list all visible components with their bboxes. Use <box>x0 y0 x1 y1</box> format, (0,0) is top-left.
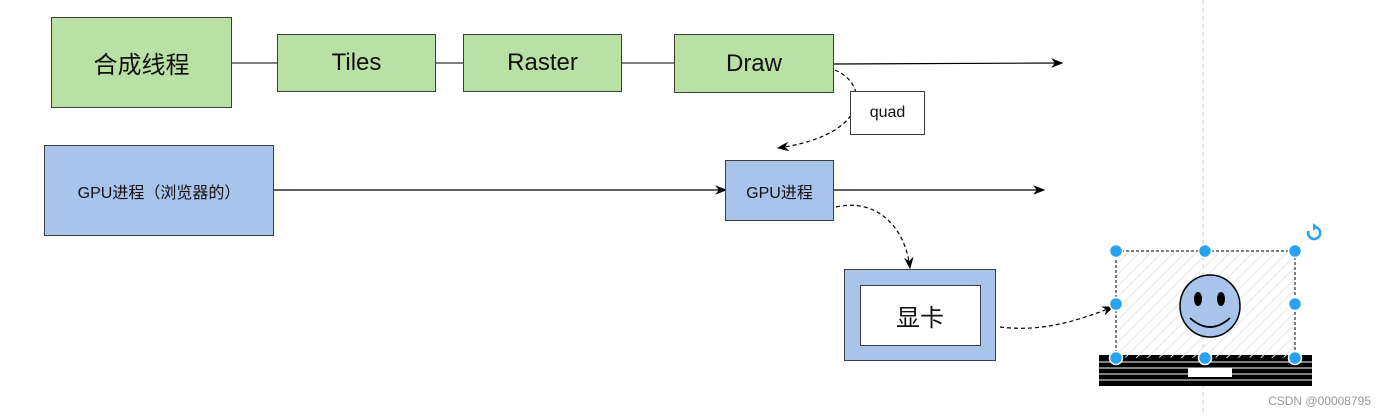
smiley-icon <box>1179 274 1241 338</box>
compositor-thread-box[interactable]: 合成线程 <box>51 17 232 108</box>
dashed-arrow-card-to-screen <box>999 306 1115 329</box>
tiles-label: Tiles <box>331 49 382 76</box>
handle-top-center[interactable] <box>1197 243 1213 259</box>
raster-box[interactable]: Raster <box>463 34 622 92</box>
handle-bottom-center[interactable] <box>1197 350 1213 366</box>
arrow-draw-out <box>832 58 1064 68</box>
graphics-card-inner-box[interactable]: 显卡 <box>859 284 981 346</box>
gpu-process-browser-label: GPU进程（浏览器的） <box>77 184 241 202</box>
handle-middle-left[interactable] <box>1108 296 1124 312</box>
raster-label: Raster <box>507 49 578 76</box>
dashed-arrow-gpu-to-card <box>835 204 914 270</box>
graphics-card-label: 显卡 <box>896 304 944 332</box>
quad-box[interactable]: quad <box>850 91 925 135</box>
gpu-process-label: GPU进程 <box>746 184 813 202</box>
compositor-thread-label: 合成线程 <box>93 52 190 79</box>
graphics-card-outer-box[interactable]: 显卡 <box>844 269 996 361</box>
gpu-process-browser-box[interactable]: GPU进程（浏览器的） <box>44 145 274 236</box>
handle-middle-right[interactable] <box>1287 296 1303 312</box>
quad-label: quad <box>869 104 906 121</box>
draw-box[interactable]: Draw <box>674 34 834 93</box>
rotate-icon[interactable] <box>1306 223 1322 241</box>
tiles-box[interactable]: Tiles <box>277 34 436 92</box>
handle-top-right[interactable] <box>1287 243 1303 259</box>
selection-handles[interactable] <box>1108 243 1303 366</box>
handle-top-left[interactable] <box>1108 243 1124 259</box>
gpu-process-box[interactable]: GPU进程 <box>725 160 834 221</box>
handle-bottom-left[interactable] <box>1108 350 1124 366</box>
draw-label: Draw <box>725 49 782 77</box>
csdn-watermark: CSDN @00008795 <box>1268 394 1371 408</box>
handle-bottom-right[interactable] <box>1287 350 1303 366</box>
